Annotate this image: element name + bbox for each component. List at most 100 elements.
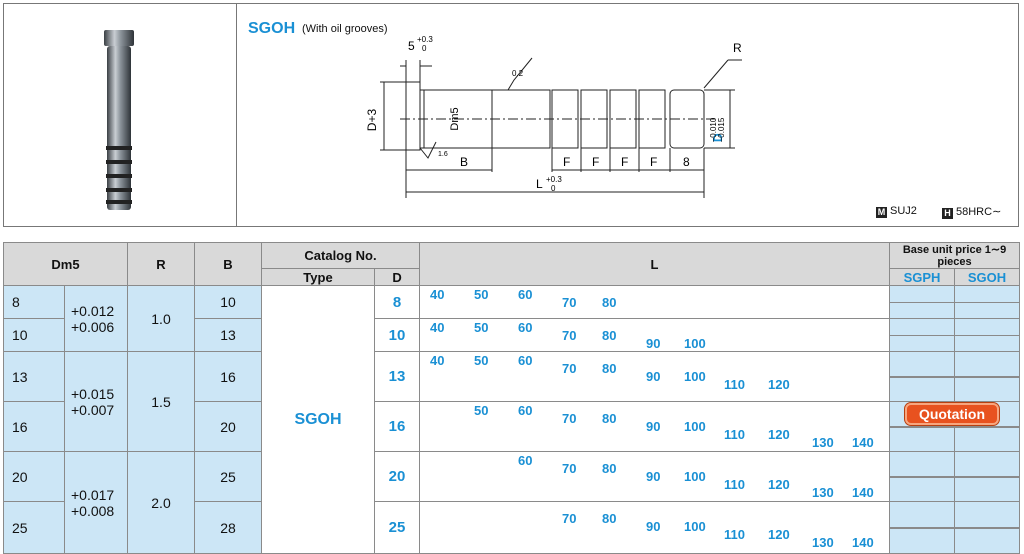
cell-price-sgoh [954,451,1021,502]
l-value[interactable]: 70 [562,461,577,476]
tolerance-upper: +0.015 [71,385,115,402]
tolerance-lower: +0.007 [71,401,115,418]
tolerance-upper: +0.017 [71,486,115,503]
d-tol-lower: −0.015 [717,117,726,142]
l-value[interactable]: 100 [684,419,706,434]
d-tol-upper: −0.010 [709,117,718,142]
cell-r: 2.0 [127,451,195,554]
l-value[interactable]: 50 [474,320,489,335]
l-value[interactable]: 70 [562,411,577,426]
cell-price-sgph [889,501,956,554]
l-value[interactable]: 80 [602,295,617,310]
l-value[interactable]: 80 [602,361,617,376]
l-value[interactable]: 80 [602,411,617,426]
l-value[interactable]: 130 [812,535,834,550]
quotation-button[interactable]: Quotation [905,403,999,425]
dm5-label: Dm5 [449,107,461,130]
l-value[interactable]: 130 [812,435,834,450]
l-value[interactable]: 140 [852,435,874,450]
l-value[interactable]: 50 [474,403,489,418]
b-label: B [460,155,468,169]
cell-price-sgoh [954,318,1021,352]
l-value[interactable]: 80 [602,328,617,343]
l-value[interactable]: 90 [646,336,661,351]
cell-d[interactable]: 20 [373,451,421,502]
l-value[interactable]: 100 [684,469,706,484]
cell-b: 13 [194,318,262,352]
cell-b: 28 [194,501,262,554]
cell-dm5-tolerance: +0.015+0.007 [64,351,128,452]
l-value[interactable]: 110 [724,477,745,492]
l-value[interactable]: 120 [768,427,790,442]
l-value[interactable]: 70 [562,295,577,310]
l-value[interactable]: 140 [852,535,874,550]
f-label-2: F [592,155,599,169]
l-value[interactable]: 110 [724,427,745,442]
l-value[interactable]: 90 [646,369,661,384]
l-value[interactable]: 60 [518,453,533,468]
cell-dm5: 20 [3,451,65,502]
l-value[interactable]: 120 [768,377,790,392]
technical-drawing: 5 +0.3 0 R 0.2 1.6 D+3 Dm5 B F F F F 8 D… [365,35,742,198]
hardness-value: 58HRC∼ [956,206,1002,218]
cell-price-sgoh [954,351,1021,402]
cell-d[interactable]: 10 [373,318,421,352]
header-b: B [194,242,262,286]
l-value[interactable]: 50 [474,287,489,302]
l-value[interactable]: 60 [518,320,533,335]
cell-d[interactable]: 8 [373,285,421,319]
l-value[interactable]: 100 [684,336,706,351]
l-value[interactable]: 130 [812,485,834,500]
f-label-3: F [621,155,628,169]
cell-dm5: 8 [3,285,65,319]
l-value[interactable]: 90 [646,469,661,484]
roughness-label: 0.2 [512,69,524,78]
l-value[interactable]: 110 [724,527,745,542]
l-value[interactable]: 120 [768,527,790,542]
cell-d[interactable]: 25 [373,501,421,554]
eight-label: 8 [683,155,690,169]
header-base-price: Base unit price 1∼9 pieces [889,242,1021,269]
l-value[interactable]: 100 [684,519,706,534]
l-value[interactable]: 90 [646,419,661,434]
l-value[interactable]: 140 [852,485,874,500]
cell-price-sgoh [954,285,1021,319]
panel-divider [236,3,237,227]
l-value[interactable]: 80 [602,461,617,476]
cell-dm5: 25 [3,501,65,554]
header-l: L [419,242,891,286]
l-value[interactable]: 70 [562,328,577,343]
l-value[interactable]: 40 [430,353,445,368]
l-value[interactable]: 40 [430,320,445,335]
l-value[interactable]: 60 [518,403,533,418]
l-value[interactable]: 100 [684,369,706,384]
l-tol-lower: 0 [551,184,556,193]
l-value[interactable]: 40 [430,287,445,302]
l-value[interactable]: 50 [474,353,489,368]
product-title: SGOH [248,20,296,37]
l-value[interactable]: 80 [602,511,617,526]
cell-l-values: 50 60 70 80 90 100 110 120 130 140 [419,401,891,452]
l-value[interactable]: 110 [724,377,745,392]
cell-b: 20 [194,401,262,452]
cell-d[interactable]: 13 [373,351,421,402]
cell-d[interactable]: 16 [373,401,421,452]
dim-5-tol-upper: +0.3 [417,35,433,44]
l-value[interactable]: 60 [518,353,533,368]
cell-l-values: 70 80 90 100 110 120 130 140 [419,501,891,554]
r-label: R [733,41,742,55]
header-d: D [373,268,421,286]
header-dm5: Dm5 [3,242,128,286]
cell-price-sgph [889,318,956,352]
l-value[interactable]: 70 [562,511,577,526]
cell-l-values: 40 50 60 70 80 90 100 110 120 [419,351,891,402]
d-plus-3-label: D+3 [365,109,379,132]
l-value[interactable]: 120 [768,477,790,492]
l-value[interactable]: 70 [562,361,577,376]
l-value[interactable]: 60 [518,287,533,302]
l-value[interactable]: 90 [646,519,661,534]
spec-table: Dm5 R B Catalog No. L Base unit price 1∼… [3,242,1021,554]
